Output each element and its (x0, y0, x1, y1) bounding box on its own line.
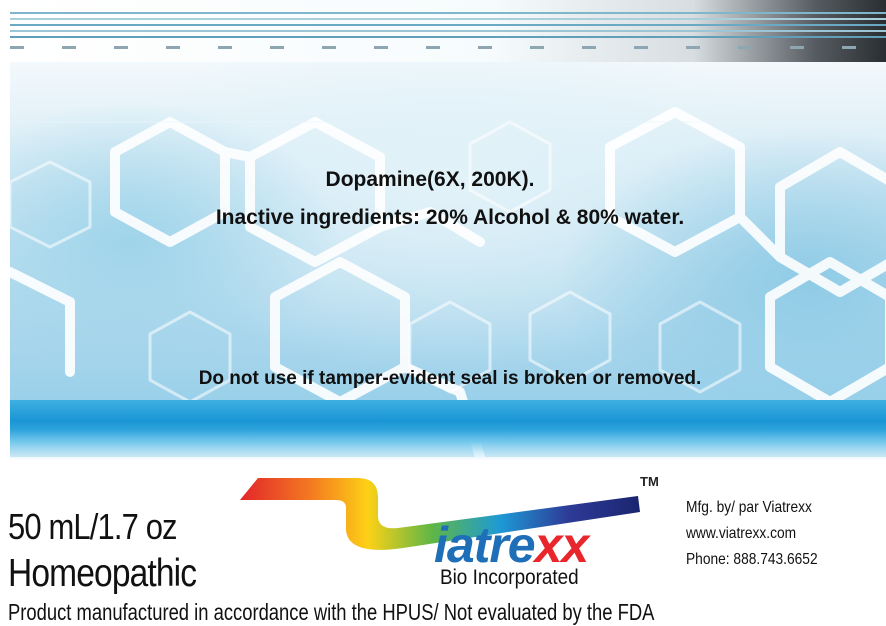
stripe-line (10, 24, 886, 26)
trademark: TM (640, 474, 659, 489)
molecule-background-panel (10, 62, 886, 457)
stripe-line (10, 18, 886, 20)
brand-name-xx: xx (534, 517, 590, 573)
manufacturer-phone: Phone: 888.743.6652 (686, 551, 818, 568)
rainbow-swoosh-logo (240, 478, 640, 550)
dash-row (10, 46, 886, 49)
stripe-line (10, 30, 886, 32)
inactive-ingredients: Inactive ingredients: 20% Alcohol & 80% … (215, 206, 685, 229)
top-stripe-band (10, 0, 886, 62)
active-ingredient: Dopamine(6X, 200K). (325, 168, 535, 191)
manufacturer-line: Mfg. by/ par Viatrexx (686, 499, 812, 516)
stripe-line (10, 36, 886, 38)
volume-text: 50 mL/1.7 oz (8, 506, 178, 547)
fade-overlay (10, 430, 886, 490)
manufacturer-website: www.viatrexx.com (686, 525, 797, 542)
brand-subtitle: Bio Incorporated (440, 566, 579, 589)
brand-name: iatrexx (434, 517, 590, 573)
molecule-structure-graphic (10, 107, 886, 457)
stripe-line (10, 12, 886, 14)
footer-notice: Product manufactured in accordance with … (8, 599, 655, 625)
brand-name-main: iatre (434, 517, 536, 573)
seal-warning: Do not use if tamper-evident seal is bro… (198, 368, 702, 389)
product-type-text: Homeopathic (8, 552, 197, 595)
